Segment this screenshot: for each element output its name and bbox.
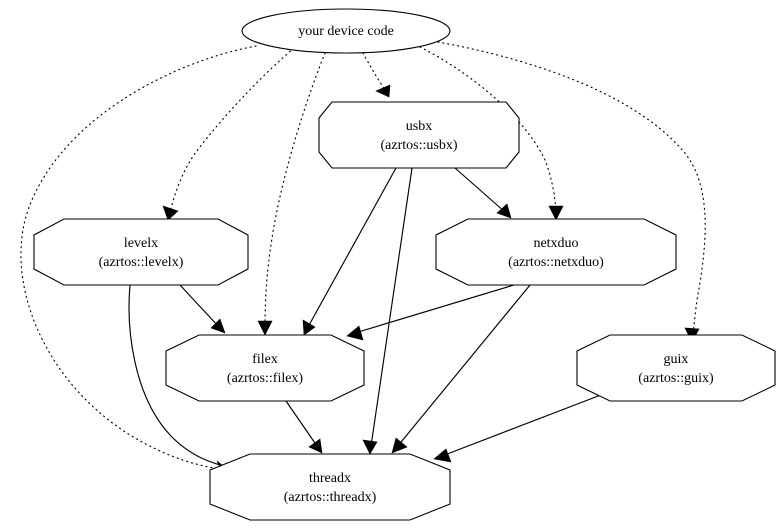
node-netxduo-label-package: (azrtos::netxduo) — [508, 255, 604, 270]
node-levelx-label-package: (azrtos::levelx) — [99, 255, 184, 270]
node-levelx-label-name: levelx — [124, 236, 158, 251]
edge-device-to-guix — [437, 41, 706, 343]
node-levelx-shape — [33, 218, 249, 286]
node-usbx-shape — [318, 101, 520, 169]
edge-group-dotted — [20, 41, 706, 478]
edge-netxduo-to-filex — [346, 284, 515, 341]
node-netxduo[interactable]: netxduo (azrtos::netxduo) — [435, 218, 677, 286]
node-threadx-label-package: (azrtos::threadx) — [284, 490, 377, 505]
node-your-device-code-label: your device code — [298, 24, 394, 39]
edge-levelx-to-filex — [179, 284, 226, 334]
edge-guix-to-threadx — [433, 392, 607, 463]
node-netxduo-label-name: netxduo — [533, 236, 578, 251]
node-guix-label-name: guix — [664, 352, 689, 367]
node-levelx[interactable]: levelx (azrtos::levelx) — [33, 218, 249, 286]
node-guix[interactable]: guix (azrtos::guix) — [576, 334, 776, 402]
node-filex-label-package: (azrtos::filex) — [227, 371, 304, 386]
edge-device-to-levelx — [162, 47, 295, 221]
edge-device-to-netxduo — [419, 46, 564, 221]
node-netxduo-shape — [435, 218, 677, 286]
edge-device-to-filex — [257, 52, 326, 336]
node-usbx-label-name: usbx — [406, 119, 432, 134]
node-your-device-code-shape — [241, 8, 451, 54]
edge-filex-to-threadx — [285, 400, 323, 454]
node-threadx[interactable]: threadx (azrtos::threadx) — [209, 453, 451, 521]
edge-netxduo-to-threadx — [391, 284, 531, 454]
node-filex[interactable]: filex (azrtos::filex) — [165, 334, 365, 402]
node-filex-label-name: filex — [252, 352, 278, 367]
node-usbx[interactable]: usbx (azrtos::usbx) — [318, 101, 520, 169]
node-usbx-label-package: (azrtos::usbx) — [381, 138, 458, 153]
edge-group-solid — [128, 167, 607, 478]
node-your-device-code[interactable]: your device code — [241, 8, 451, 54]
edge-usbx-to-netxduo — [454, 167, 512, 219]
node-threadx-shape — [209, 453, 451, 521]
node-guix-label-package: (azrtos::guix) — [638, 371, 714, 386]
edge-usbx-to-filex — [302, 167, 397, 336]
node-filex-shape — [165, 334, 365, 402]
edge-usbx-to-threadx — [362, 167, 413, 455]
node-guix-shape — [576, 334, 776, 402]
edge-device-to-usbx — [362, 52, 391, 98]
node-threadx-label-name: threadx — [309, 471, 351, 486]
node-group: your device code usbx (azrtos::usbx) lev… — [33, 8, 776, 521]
